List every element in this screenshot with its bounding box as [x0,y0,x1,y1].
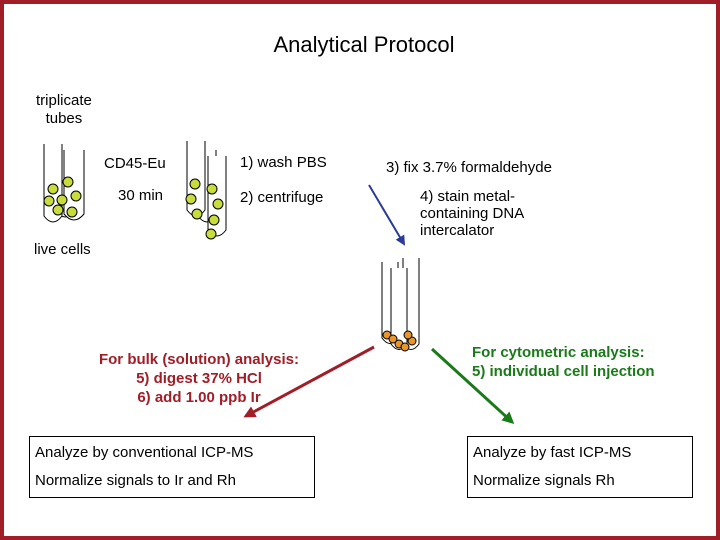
tube-group-live-cells [43,144,85,223]
fix-step-label: 3) fix 3.7% formaldehyde [386,159,552,176]
triplicate-tubes-label: triplicate tubes [36,92,92,127]
cell [212,198,224,210]
wash-step-label: 1) wash PBS [240,154,327,171]
cytometric-result-line-2: Normalize signals Rh [473,472,615,489]
incubation-time-label: 30 min [118,187,164,204]
stained-cell [400,342,410,352]
stain-step-label: 4) stain metal- containing DNA intercala… [420,188,525,239]
cytometric-result-box: Analyze by fast ICP-MS Normalize signals… [467,436,693,498]
cell [52,204,64,216]
live-cells-label: live cells [34,241,91,258]
tube-group-pelleted-cells [381,258,420,352]
test-tube [63,150,85,221]
cell [56,194,68,206]
arrow-to-cytometric-analysis [430,347,515,425]
bulk-result-line-2: Normalize signals to Ir and Rh [35,472,236,489]
cell [62,176,74,188]
test-tube [186,141,206,217]
cell [189,178,201,190]
stained-cell [403,330,413,340]
cell [206,183,218,195]
stained-cell [388,334,398,344]
bulk-result-line-1: Analyze by conventional ICP-MS [35,444,254,461]
cell [191,208,203,220]
cell [185,193,197,205]
arrow-to-bulk-analysis [243,345,375,418]
cytometric-result-line-1: Analyze by fast ICP-MS [473,444,632,461]
cell [205,228,217,240]
protocol-illustration [43,141,515,425]
antibody-label: CD45-Eu [104,155,166,172]
bulk-result-box: Analyze by conventional ICP-MS Normalize… [29,436,315,498]
cell [70,190,82,202]
cell [47,183,59,195]
arrow-to-fixation [368,184,406,246]
cell [208,214,220,226]
tube-group-labeled-cells [185,141,227,240]
bulk-analysis-steps: For bulk (solution) analysis: 5) digest … [98,351,300,406]
page-title: Analytical Protocol [273,32,455,57]
cytometric-analysis-steps: For cytometric analysis: 5) individual c… [472,344,655,380]
centrifuge-step-label: 2) centrifuge [240,189,324,206]
cell [66,206,78,218]
cell [43,195,55,207]
